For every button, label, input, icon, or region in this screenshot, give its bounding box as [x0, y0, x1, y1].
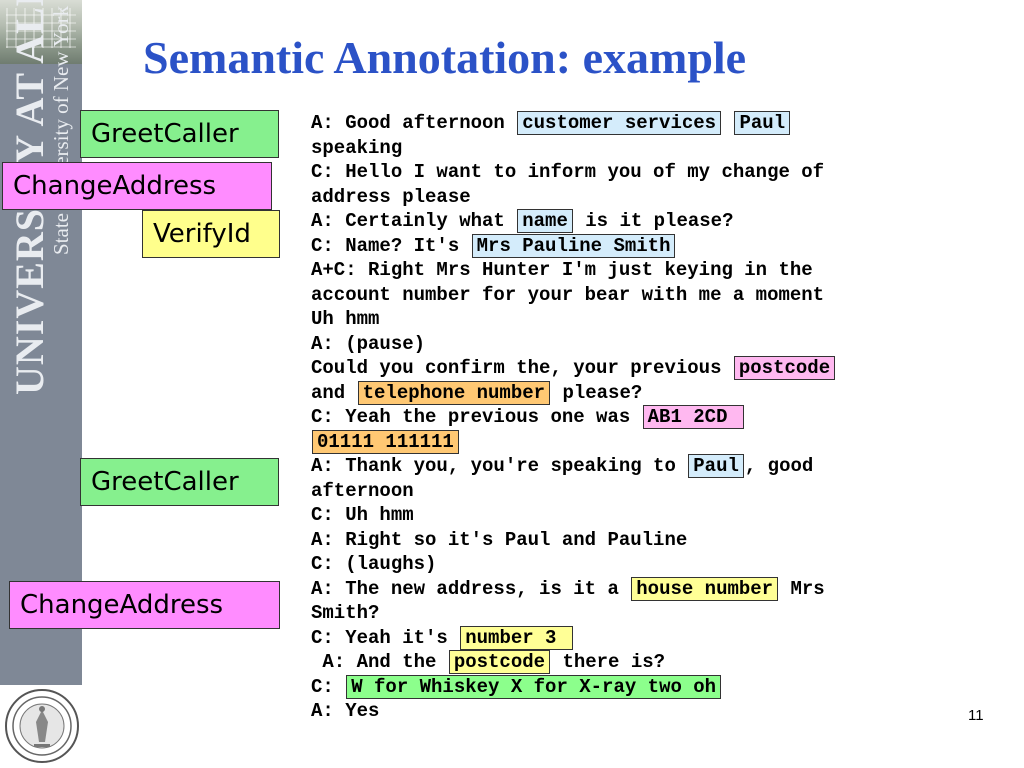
label-greet-caller-top: GreetCaller	[80, 110, 279, 158]
transcript-text: afternoon	[311, 479, 414, 502]
annotation-highlight-yellow: number 3	[460, 625, 573, 650]
transcript-text: A: Right so it's Paul and Pauline	[311, 528, 688, 551]
annotation-highlight-orange: telephone number	[357, 380, 551, 405]
transcript-text: A: Thank you, you're speaking to	[311, 455, 688, 477]
transcript-text: Could you confirm the, your previous	[311, 357, 733, 379]
transcript-line: C: Yeah it's number 3	[311, 625, 1011, 651]
transcript-line: A: Thank you, you're speaking to Paul, g…	[311, 454, 1011, 479]
transcript-text	[722, 112, 733, 134]
transcript-line: C: Uh hmm	[311, 503, 1011, 528]
annotation-highlight-pink: postcode	[733, 356, 836, 380]
transcript-text: A+C: Right Mrs Hunter I'm just keying in…	[311, 259, 813, 281]
transcript-line: A: (pause)	[311, 332, 1011, 357]
transcript-line: C: Name? It's Mrs Pauline Smith	[311, 233, 1011, 259]
transcript-text: A: Certainly what	[311, 210, 517, 232]
annotation-highlight-yellow: house number	[631, 576, 779, 601]
transcript-line: A: The new address, is it a house number…	[311, 576, 1011, 602]
transcript-text: C: (laughs)	[311, 553, 437, 575]
label-change-address-top: ChangeAddress	[2, 162, 272, 210]
transcript-text: please?	[551, 381, 643, 404]
transcript-line: 01111 111111	[311, 429, 1011, 455]
label-greet-caller-bottom: GreetCaller	[80, 458, 279, 506]
dialogue-transcript: A: Good afternoon customer services Paul…	[311, 111, 1011, 724]
page-number: 11	[968, 707, 984, 724]
transcript-line: afternoon	[311, 479, 1011, 504]
transcript-text: A: The new address, is it a	[311, 577, 631, 600]
transcript-text: C:	[311, 675, 346, 698]
transcript-line: A: And the postcode there is?	[311, 650, 1011, 675]
transcript-line: account number for your bear with me a m…	[311, 283, 1011, 308]
transcript-line: and telephone number please?	[311, 380, 1011, 406]
transcript-line: Smith?	[311, 601, 1011, 626]
transcript-text: there is?	[551, 651, 666, 673]
transcript-text: , good	[744, 455, 814, 477]
annotation-highlight-blue: name	[517, 209, 573, 233]
annotation-highlight-green: W for Whiskey X for X-ray two oh	[346, 674, 722, 699]
transcript-text: account number for your bear with me a m…	[311, 283, 825, 306]
university-strip: UNIVERSITY AT ALBANY State University of…	[0, 0, 82, 685]
annotation-highlight-blue: customer services	[517, 111, 722, 135]
university-seal-icon	[5, 689, 79, 763]
annotation-highlight-blue: Paul	[688, 454, 744, 478]
transcript-line: C: Hello I want to inform you of my chan…	[311, 160, 1011, 185]
annotation-highlight-orange: 01111 111111	[312, 429, 459, 454]
annotation-highlight-pink: AB1 2CD	[642, 405, 744, 429]
university-wordmark: UNIVERSITY AT ALBANY State University of…	[7, 0, 74, 395]
transcript-text: speaking	[311, 136, 403, 159]
transcript-text: A: Yes	[311, 700, 380, 722]
transcript-line: C: W for Whiskey X for X-ray two oh	[311, 674, 1011, 700]
transcript-line: speaking	[311, 136, 1011, 161]
annotation-highlight-blue: Mrs Pauline Smith	[471, 233, 676, 258]
transcript-line: A: Right so it's Paul and Pauline	[311, 528, 1011, 553]
transcript-line: A: Yes	[311, 699, 1011, 724]
transcript-text: Mrs	[779, 577, 825, 600]
label-change-address-bottom: ChangeAddress	[9, 581, 280, 629]
transcript-text: Uh hmm	[311, 308, 380, 330]
annotation-highlight-yellow: postcode	[448, 650, 551, 674]
transcript-text: Smith?	[311, 602, 380, 624]
transcript-text: C: Yeah the previous one was	[311, 406, 642, 428]
transcript-text: address please	[311, 185, 471, 208]
university-subtitle: State University of New York	[49, 5, 73, 255]
transcript-text: C: Hello I want to inform you of my chan…	[311, 161, 825, 183]
transcript-line: address please	[311, 185, 1011, 210]
transcript-line: Could you confirm the, your previous pos…	[311, 356, 1011, 381]
transcript-text: C: Uh hmm	[311, 504, 414, 526]
transcript-line: A: Good afternoon customer services Paul	[311, 111, 1011, 136]
transcript-line: Uh hmm	[311, 307, 1011, 332]
transcript-text: is it please?	[573, 210, 734, 232]
transcript-line: A+C: Right Mrs Hunter I'm just keying in…	[311, 258, 1011, 283]
transcript-text: A: Good afternoon	[311, 112, 517, 134]
transcript-line: A: Certainly what name is it please?	[311, 209, 1011, 234]
transcript-line: C: (laughs)	[311, 552, 1011, 577]
transcript-text: A: (pause)	[311, 332, 426, 355]
annotation-highlight-blue: Paul	[734, 111, 791, 135]
slide-title: Semantic Annotation: example	[143, 32, 747, 83]
transcript-text: C: Yeah it's	[311, 626, 460, 649]
label-verify-id: VerifyId	[142, 210, 280, 258]
transcript-line: C: Yeah the previous one was AB1 2CD	[311, 405, 1011, 430]
transcript-text: A: And the	[311, 651, 448, 673]
transcript-text: and	[311, 381, 357, 404]
transcript-text: C: Name? It's	[311, 234, 471, 257]
campus-photo-icon	[0, 0, 82, 64]
